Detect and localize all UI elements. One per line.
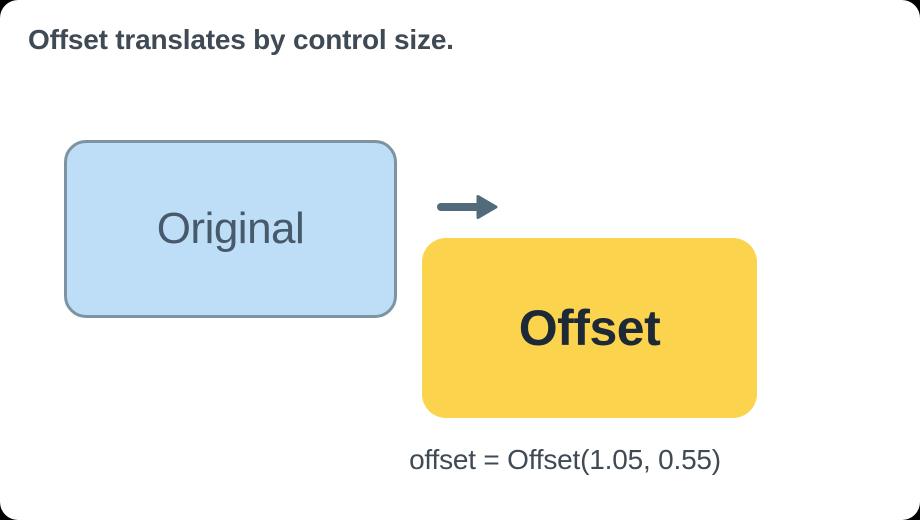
offset-box-label: Offset <box>518 300 661 356</box>
original-box: Original <box>64 140 397 318</box>
right-arrow-head <box>476 195 498 219</box>
right-arrow-icon <box>437 195 498 219</box>
original-box-label: Original <box>156 204 305 253</box>
code-caption: offset = Offset(1.05, 0.55) <box>409 444 721 475</box>
diagram-title: Offset translates by control size. <box>28 24 454 55</box>
offset-box: Offset <box>422 238 757 418</box>
